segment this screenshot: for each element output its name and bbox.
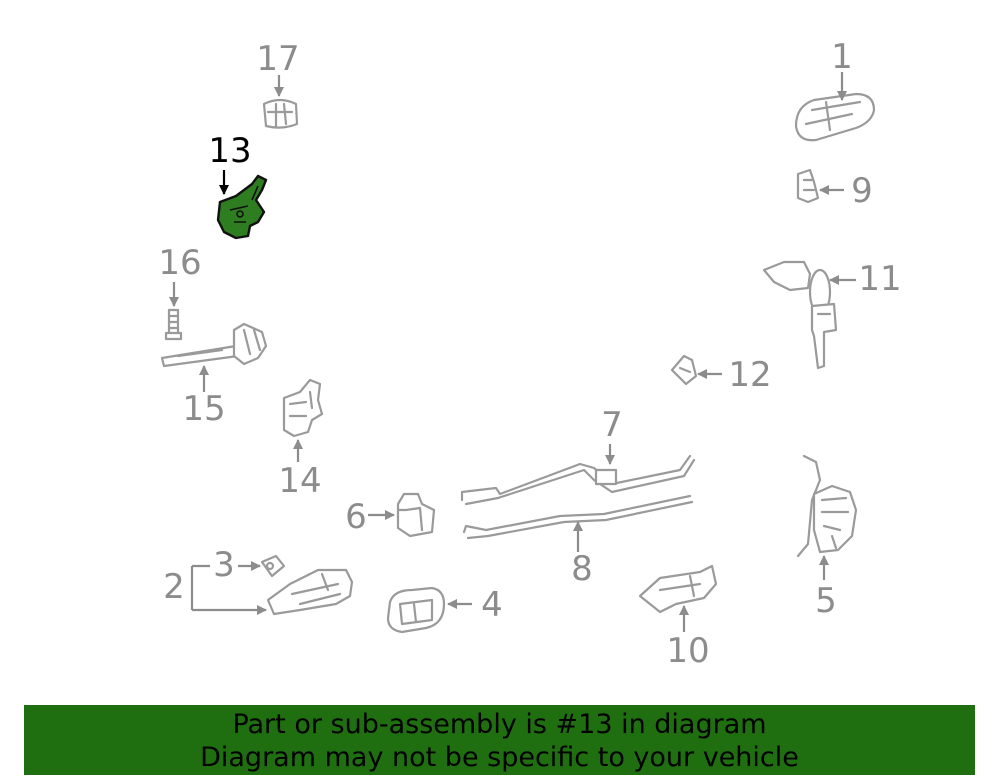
callout-7: 7 — [601, 405, 623, 445]
callout-8: 8 — [571, 549, 593, 589]
callout-2: 2 — [163, 567, 185, 607]
callout-3: 3 — [213, 545, 235, 585]
part-11-lock-cylinder-keys — [762, 260, 838, 370]
part-9-bracket — [796, 168, 820, 204]
callout-16: 16 — [158, 243, 201, 283]
part-3-screw — [260, 554, 286, 578]
callout-17: 17 — [256, 39, 299, 79]
part-16-bolt — [164, 308, 183, 341]
part-17-cap — [262, 98, 299, 129]
part-14-hinge — [282, 378, 324, 438]
callout-9: 9 — [851, 171, 873, 211]
part-13-hinge-highlighted — [216, 174, 268, 240]
callout-5: 5 — [815, 581, 837, 621]
banner-line-2: Diagram may not be specific to your vehi… — [200, 742, 799, 773]
part-5-lock-assembly — [796, 454, 858, 558]
callout-6: 6 — [345, 497, 367, 537]
part-7-rod — [460, 454, 696, 506]
part-6-clip — [396, 492, 436, 538]
part-15-door-check — [160, 322, 268, 368]
banner-line-1: Part or sub-assembly is #13 in diagram — [232, 709, 767, 740]
callout-10: 10 — [666, 631, 709, 671]
callout-15: 15 — [182, 389, 225, 429]
callout-4: 4 — [481, 585, 503, 625]
callout-13: 13 — [208, 131, 251, 171]
part-2-outside-handle — [266, 568, 354, 616]
callout-11: 11 — [858, 259, 901, 299]
callout-12: 12 — [728, 355, 771, 395]
info-banner: Part or sub-assembly is #13 in diagram D… — [24, 705, 975, 775]
part-8-rod — [462, 494, 694, 540]
callout-1: 1 — [831, 37, 853, 77]
part-4-inside-handle — [386, 586, 446, 634]
parts-diagram: 17 13 16 15 14 6 — [158, 37, 901, 671]
part-1-door-handle — [794, 92, 876, 142]
callout-14: 14 — [278, 461, 321, 501]
part-12-clip — [670, 354, 698, 386]
part-10-bracket — [638, 564, 718, 614]
